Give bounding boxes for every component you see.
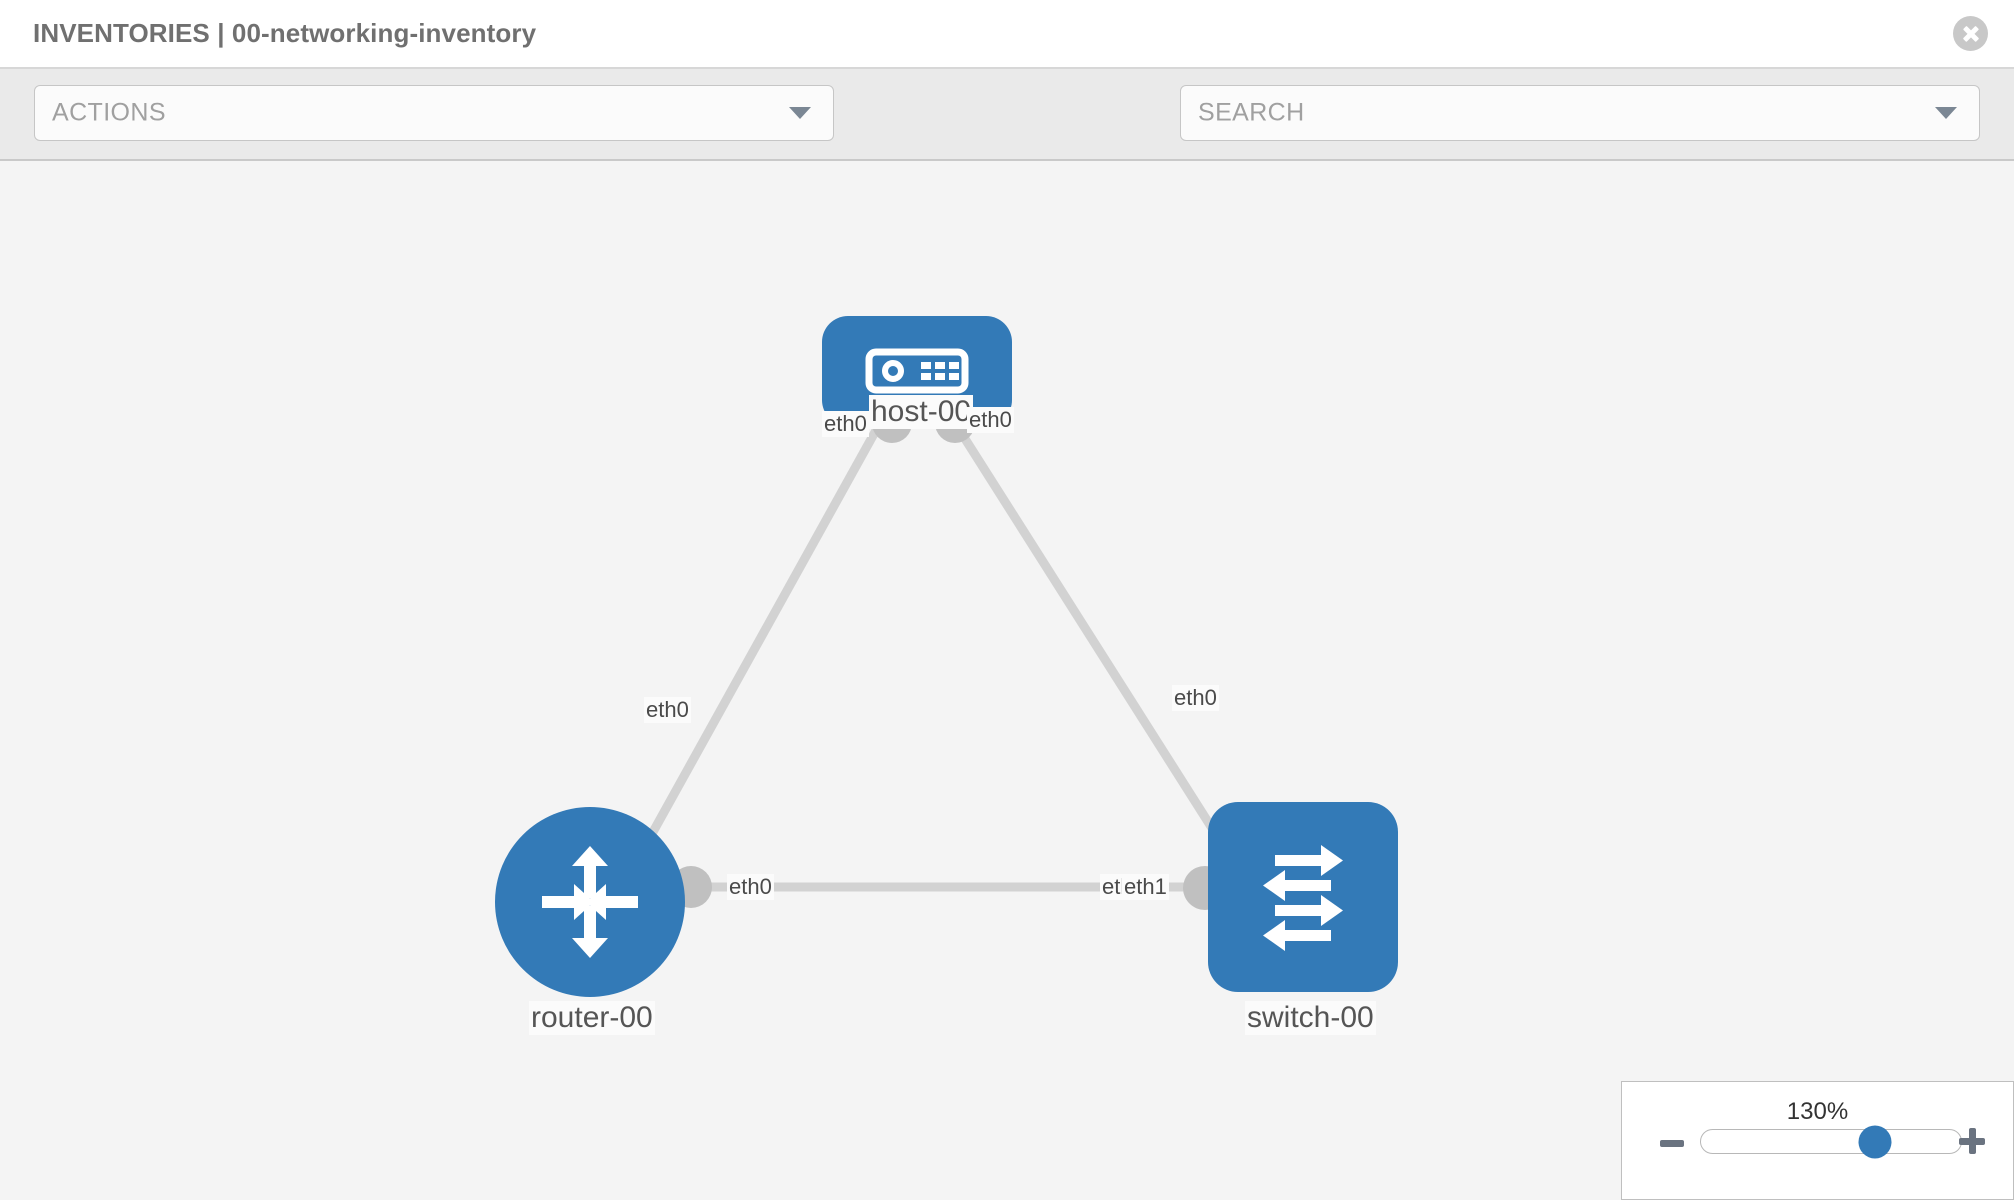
zoom-slider[interactable]: [1700, 1125, 1962, 1158]
search-placeholder: SEARCH: [1198, 98, 1305, 127]
topology-canvas[interactable]: host-00 router-00 switch-00 eth0 eth0 et…: [0, 161, 2014, 1200]
chevron-down-icon: [789, 107, 811, 119]
actions-dropdown[interactable]: ACTIONS: [34, 85, 834, 141]
edge-label-router-up: eth0: [644, 697, 691, 723]
edge-label-router-right: eth0: [727, 874, 774, 900]
edge-label-switch-up: eth0: [1172, 685, 1219, 711]
plus-icon[interactable]: [1959, 1128, 1985, 1154]
page-title: INVENTORIES | 00-networking-inventory: [33, 18, 537, 48]
zoom-control: 130%: [1621, 1081, 2014, 1200]
chevron-down-icon: [1935, 107, 1957, 119]
node-label-router-00: router-00: [529, 1001, 655, 1035]
search-input[interactable]: SEARCH: [1180, 85, 1980, 141]
router-icon: [542, 846, 638, 958]
node-router-00[interactable]: [495, 807, 685, 997]
zoom-level-label: 130%: [1786, 1098, 1849, 1125]
server-icon: [865, 348, 969, 394]
node-label-switch-00: switch-00: [1245, 1001, 1376, 1035]
minus-icon[interactable]: [1660, 1140, 1684, 1147]
toolbar: ACTIONS SEARCH: [0, 69, 2014, 201]
actions-dropdown-label: ACTIONS: [52, 98, 166, 127]
topology-links: [624, 420, 1240, 892]
switch-icon: [1263, 845, 1343, 951]
edge-label-host-right: eth0: [967, 407, 1014, 433]
page-header: INVENTORIES | 00-networking-inventory: [0, 0, 2014, 69]
node-switch-00[interactable]: [1208, 802, 1398, 992]
zoom-slider-thumb[interactable]: [1858, 1125, 1892, 1158]
close-icon[interactable]: [1953, 16, 1988, 51]
node-label-host-00: host-00: [869, 395, 974, 429]
edge-label-host-left: eth0: [822, 411, 869, 437]
edge-label-switch-left-b: eth1: [1122, 874, 1169, 900]
